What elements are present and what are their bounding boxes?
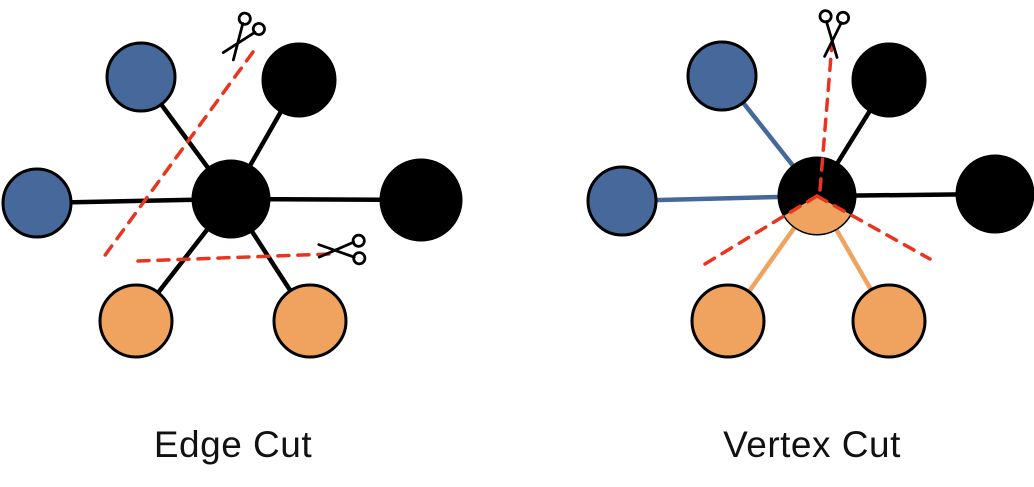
vertex-cut-label: Vertex Cut	[723, 424, 901, 465]
edge-cut-diagram	[1, 11, 463, 359]
graph-node-bottom-right	[851, 283, 927, 359]
graph-node-top-left	[105, 41, 177, 113]
graph-node-top-right	[261, 42, 337, 118]
graph-node-top-right	[851, 42, 927, 118]
graph-node-right	[379, 158, 463, 242]
scissors-icon	[317, 233, 367, 266]
graph-node-left	[1, 167, 73, 239]
cut-line-1	[698, 194, 819, 269]
cut-line-0	[101, 50, 255, 260]
graph-node-bottom-right	[272, 283, 348, 359]
edge-cut-label: Edge Cut	[153, 424, 313, 465]
graph-node-right	[955, 154, 1034, 234]
graph-node-bottom-left	[690, 283, 766, 359]
center-node	[191, 159, 271, 239]
graph-node-bottom-left	[98, 283, 174, 359]
scissors-icon	[221, 11, 266, 62]
cut-line-2	[815, 194, 932, 261]
cut-line-0	[818, 42, 834, 192]
vertex-cut-diagram	[586, 9, 1034, 359]
graph-node-left	[586, 165, 658, 237]
graph-node-top-left	[686, 40, 758, 112]
cut-line-1	[136, 252, 332, 263]
scissors-icon	[818, 9, 851, 59]
